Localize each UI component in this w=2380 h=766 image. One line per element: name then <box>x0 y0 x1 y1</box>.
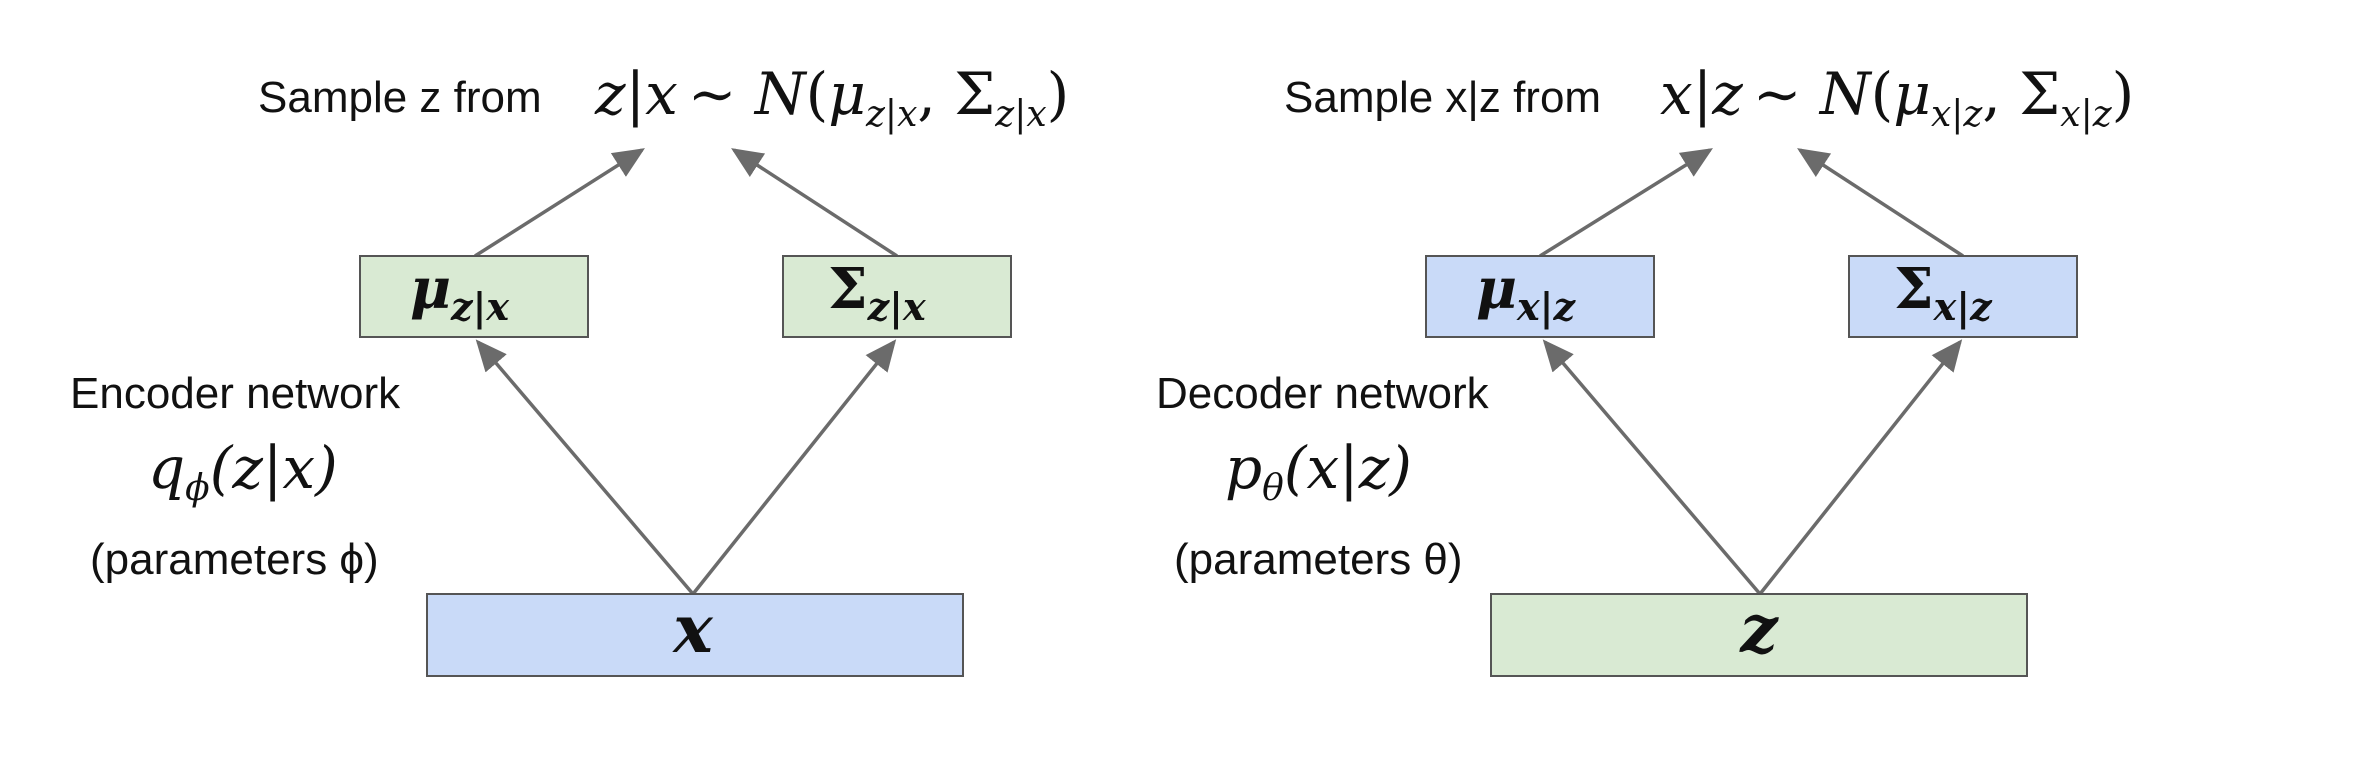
encoder-sample-label: Sample z from <box>258 73 542 122</box>
encoder-section: Sample z from z|x∼ N(μz|x, Σz|x) μz|x Σz… <box>70 60 1069 677</box>
decoder-sample-label: Sample x|z from <box>1284 73 1601 122</box>
encoder-cov-box <box>782 255 1012 338</box>
arrow-input-to-mean <box>475 339 695 596</box>
encoder-mean-box <box>359 255 589 338</box>
decoder-section: Sample x|z from x|z∼ N(μx|z, Σx|z) μx|z … <box>1156 60 2134 677</box>
decoder-network-label: Decoder network <box>1156 369 1490 418</box>
arrow-cov-to-sample <box>731 148 898 258</box>
encoder-distribution-formula: z|x∼ N(μz|x, Σz|x) <box>594 60 1069 135</box>
decoder-cov-label: Σx|z <box>1894 256 1993 329</box>
decoder-mean-label: μx|z <box>1476 256 1576 329</box>
decoder-params-label: (parameters θ) <box>1174 535 1463 584</box>
arrow-dec-mean-to-sample <box>1539 148 1713 258</box>
arrow-mean-to-sample <box>474 148 645 258</box>
encoder-params-label: (parameters ϕ) <box>90 535 379 584</box>
encoder-network-func: qϕ(z|x) <box>148 434 338 509</box>
decoder-input-label: z <box>1739 590 1779 668</box>
decoder-network-func: pθ(x|z) <box>1225 434 1412 509</box>
encoder-input-label: x <box>671 590 713 668</box>
decoder-distribution-formula: x|z∼ N(μx|z, Σx|z) <box>1660 60 2134 135</box>
decoder-mean-box <box>1425 255 1655 338</box>
arrow-input-to-cov <box>691 339 897 596</box>
encoder-mean-label: μz|x <box>410 256 510 329</box>
arrow-dec-input-to-cov <box>1758 339 1963 596</box>
arrow-dec-cov-to-sample <box>1797 148 1964 258</box>
encoder-network-label: Encoder network <box>70 369 401 418</box>
encoder-cov-label: Σz|x <box>828 256 927 329</box>
decoder-input-box <box>1490 593 2028 677</box>
encoder-input-box <box>426 593 964 677</box>
arrow-dec-input-to-mean <box>1542 339 1762 596</box>
decoder-cov-box <box>1848 255 2078 338</box>
